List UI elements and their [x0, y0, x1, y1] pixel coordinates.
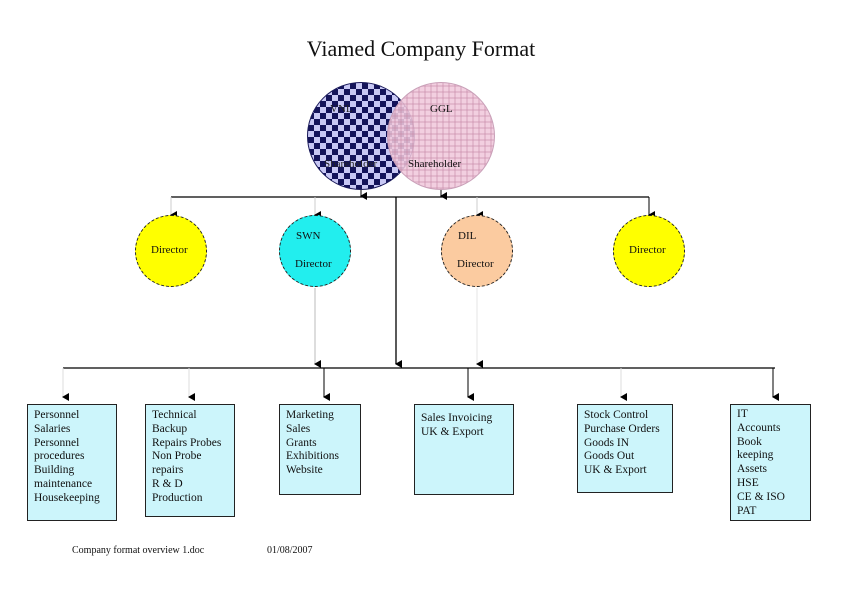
director-1-role: Director [151, 244, 188, 256]
director-dil-circle: DIL Director [441, 215, 513, 287]
department-line: Housekeeping [34, 491, 100, 504]
department-line: Building [34, 464, 75, 477]
department-line: Technical [152, 409, 197, 421]
department-line: Marketing [286, 409, 334, 421]
director-swn-company: SWN [296, 230, 321, 242]
shareholder-vnl-circle: VNL Shareholder [307, 82, 415, 190]
department-line: Goods Out [584, 450, 635, 463]
department-line: R & D [152, 477, 183, 490]
department-box-marketing: Marketing Sales Grants Exhibitions Websi… [279, 404, 361, 495]
department-line: IT [737, 408, 748, 420]
department-box-it-accounts: IT Accounts Book keeping Assets HSE CE &… [730, 404, 811, 521]
department-line: Assets [737, 463, 768, 476]
department-line: UK & Export [421, 425, 484, 438]
department-box-technical: Technical Backup Repairs Probes Non Prob… [145, 404, 235, 517]
footer-date: 01/08/2007 [267, 545, 313, 556]
department-line: UK & Export [584, 464, 647, 477]
department-line: PAT [737, 504, 757, 517]
footer-document-name: Company format overview 1.doc [72, 545, 205, 556]
department-line: Non Probe [152, 450, 202, 463]
department-line: Website [286, 464, 323, 477]
shareholder-ggl-circle: GGL Shareholder [387, 82, 495, 190]
department-line: repairs [152, 464, 184, 477]
director-swn-role: Director [295, 258, 332, 270]
department-line: Sales [286, 422, 311, 435]
department-line: CE & ISO [737, 490, 785, 503]
shareholder-vnl-name: VNL [330, 103, 353, 115]
department-line: keeping [737, 449, 774, 462]
department-box-sales-invoicing: Sales Invoicing UK & Export [414, 404, 514, 495]
director-swn-circle: SWN Director [279, 215, 351, 287]
director-dil-company: DIL [458, 230, 477, 242]
department-box-personnel: Personnel Salaries Personnel procedures … [27, 404, 117, 521]
department-line: maintenance [34, 477, 93, 490]
department-box-stock-control: Stock Control Purchase Orders Goods IN G… [577, 404, 673, 493]
department-line: Production [152, 491, 203, 504]
department-line: Book [737, 435, 762, 448]
department-line: procedures [34, 450, 85, 463]
department-line: Personnel [34, 409, 80, 421]
shareholder-ggl-name: GGL [430, 103, 453, 115]
department-line: Salaries [34, 422, 71, 435]
department-line: Stock Control [584, 409, 649, 421]
department-line: Grants [286, 436, 317, 449]
director-4-role: Director [629, 244, 666, 256]
department-line: Sales Invoicing [421, 412, 493, 424]
director-dil-role: Director [457, 258, 494, 270]
department-line: HSE [737, 476, 759, 489]
department-line: Purchase Orders [584, 422, 660, 435]
department-line: Accounts [737, 421, 781, 434]
shareholder-vnl-role: Shareholder [324, 158, 378, 170]
shareholder-ggl-role: Shareholder [408, 158, 462, 170]
director-4-circle: Director [613, 215, 685, 287]
diagram-title: Viamed Company Format [306, 36, 536, 61]
department-line: Repairs Probes [152, 436, 222, 449]
department-line: Backup [152, 422, 188, 435]
department-line: Personnel [34, 436, 80, 449]
director-1-circle: Director [135, 215, 207, 287]
department-line: Goods IN [584, 436, 630, 449]
department-line: Exhibitions [286, 450, 340, 463]
